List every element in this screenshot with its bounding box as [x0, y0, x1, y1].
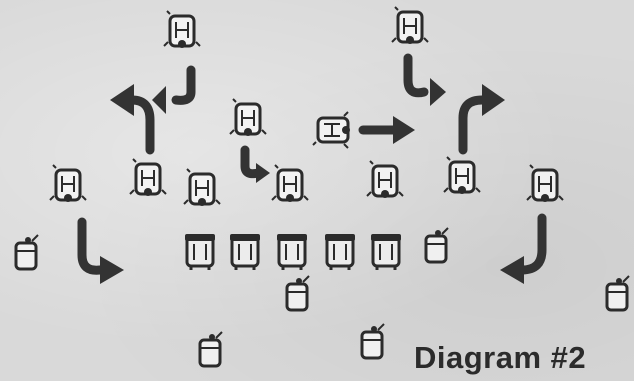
defender-figure-icon: [48, 163, 88, 204]
defender-figure-icon: [525, 163, 565, 204]
offensive-lineman-figure-icon: [183, 232, 217, 272]
offensive-lineman-figure-icon: [369, 232, 403, 272]
curved-arrow-icon: [240, 145, 263, 179]
defender-figure-icon: [228, 97, 268, 138]
curved-arrow-icon: [458, 95, 487, 155]
arrow-heads: [100, 78, 524, 284]
offensive-player-figure-icon: [14, 233, 40, 271]
offensive-lineman-figure-icon: [228, 232, 262, 272]
defender-figure-icon: [270, 163, 310, 204]
defender-figure-icon: [311, 110, 352, 150]
defender-figure-icon: [128, 157, 168, 198]
offensive-player-figure-icon: [360, 322, 386, 360]
defender-figure-icon: [390, 5, 430, 46]
defender-figure-icon: [182, 167, 222, 208]
offensive-player-figure-icon: [285, 274, 311, 312]
curved-arrow-icon: [171, 65, 196, 105]
offensive-player-figure-icon: [424, 226, 450, 264]
offensive-player-figure-icon: [198, 330, 224, 368]
curved-arrow-icon: [77, 217, 105, 275]
curved-arrow-icon: [127, 95, 155, 155]
diagram-caption: Diagram #2: [414, 340, 587, 375]
offensive-player-figure-icon: [605, 274, 631, 312]
defender-figure-icon: [162, 9, 202, 50]
route-arrows: [77, 53, 547, 275]
defender-figure-icon: [365, 159, 405, 200]
offensive-line: [183, 226, 450, 272]
curved-arrow-icon: [403, 53, 429, 98]
offensive-lineman-figure-icon: [275, 232, 309, 272]
curved-arrow-icon: [517, 213, 547, 275]
offensive-lineman-figure-icon: [323, 232, 357, 272]
defender-figure-icon: [442, 155, 482, 196]
